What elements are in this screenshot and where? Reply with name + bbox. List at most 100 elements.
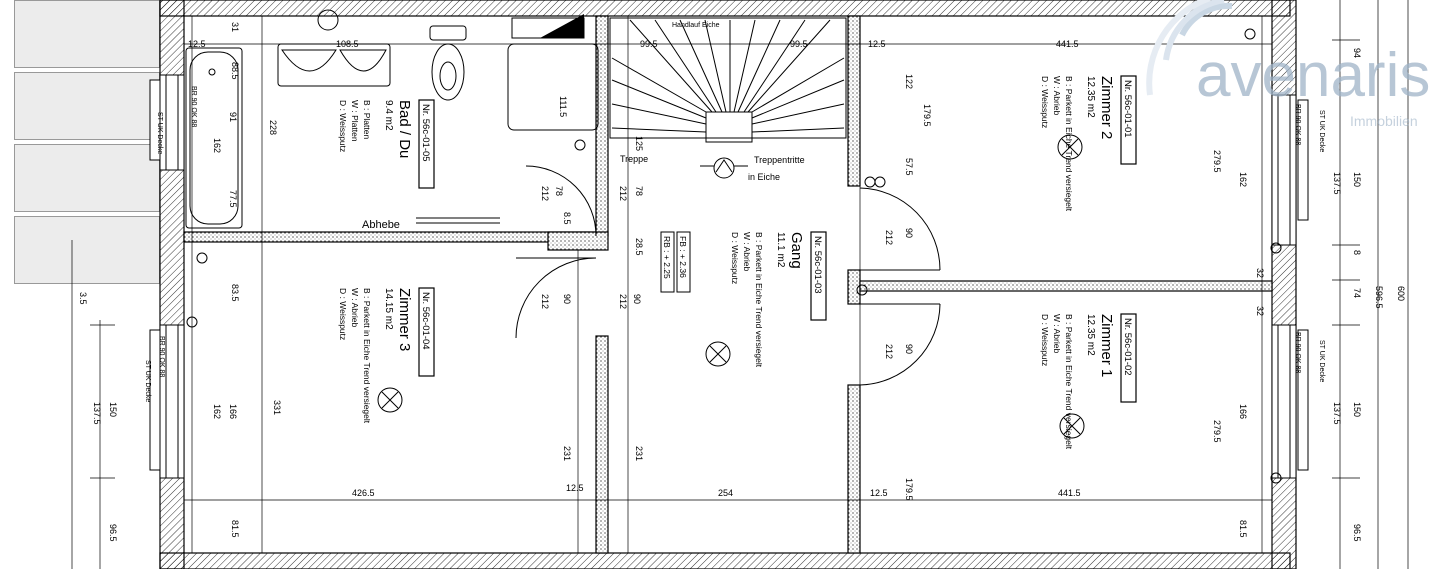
room-spec-line: B : Parkett in Eiche Trend versiegelt [1064, 76, 1074, 212]
dimension-label: 111.5 [558, 96, 568, 117]
svg-text:441.5: 441.5 [1056, 39, 1079, 49]
svg-text:Treppentritte: Treppentritte [754, 155, 805, 165]
dimension-label: 212 [540, 186, 550, 201]
dimension-label: 3.5 [78, 292, 88, 305]
dimension-label: 8.5 [562, 212, 572, 225]
dimension-label: 596.5 [1374, 286, 1384, 309]
dimension-label: 137.5 [1332, 402, 1342, 425]
dimension-label: 96.5 [1352, 524, 1362, 542]
window-tag: ST UK Decke [1318, 110, 1325, 152]
dimension-label: 150 [1352, 402, 1362, 417]
watermark-logo: avenaris Immobilien [1146, 0, 1430, 129]
svg-text:12.5: 12.5 [566, 483, 584, 493]
dimension-label: 32 [1255, 268, 1265, 278]
dimension-label: 8 [1352, 250, 1362, 255]
dimension-label: 90 [904, 344, 914, 354]
dimension-label: 279.5 [1212, 420, 1222, 443]
staircase [609, 17, 847, 179]
window-tag: BR 90 OK 88 [190, 86, 197, 127]
dimension-label: 162 [212, 138, 222, 153]
dimension-label: 83.5 [230, 284, 240, 302]
room-number-box [418, 287, 435, 377]
dimension-label: 74 [1352, 288, 1362, 298]
room-number-box [1120, 313, 1137, 403]
dimension-label: 166 [1238, 404, 1248, 419]
light-fixtures [186, 28, 1282, 484]
room-spec-line: W : Platten [350, 100, 360, 142]
side-panel-block-1 [14, 0, 160, 68]
room-name: Gang [788, 232, 805, 269]
room-name: Bad / Du [396, 100, 413, 158]
window-tag: BR 90 OK 88 [1294, 104, 1301, 145]
dimension-label: 212 [540, 294, 550, 309]
room-number: Nr. 56c-01-03 [812, 236, 823, 294]
dimension-label: 77.5 [228, 190, 238, 208]
svg-text:99.5: 99.5 [640, 39, 658, 49]
dimension-label: 57.5 [904, 158, 914, 176]
dimension-label: 78 [634, 186, 644, 196]
dimension-label: 331 [272, 400, 282, 415]
dimension-label: 88.5 [230, 62, 240, 80]
dimension-label: 125 [634, 136, 644, 151]
room-area: 14.15 m2 [383, 288, 394, 330]
dimension-label: 166 [228, 404, 238, 419]
dimension-label: 90 [632, 294, 642, 304]
room-area: 9.4 m2 [383, 100, 394, 131]
window-tag: ST UK Decke [1318, 340, 1325, 382]
room-spec-line: W : Abrieb [350, 288, 360, 327]
doors [515, 165, 941, 386]
room-spec-line: B : Parkett in Eiche Trend versiegelt [362, 288, 372, 424]
dimension-label: 137.5 [1332, 172, 1342, 195]
exterior-walls [159, 0, 1297, 569]
dimension-label: 31 [230, 22, 240, 32]
dimension-label: 90 [904, 228, 914, 238]
dimension-label: 90 [562, 294, 572, 304]
dimension-label: 231 [562, 446, 572, 461]
room-spec-line: D : Weissputz [1040, 314, 1050, 366]
window-tag: ST UK Decke [144, 360, 151, 402]
dimension-label: 212 [618, 294, 628, 309]
dimension-label: 96.5 [108, 524, 118, 542]
dimension-label: 32 [1255, 306, 1265, 316]
svg-text:12.5: 12.5 [868, 39, 886, 49]
svg-text:108.5: 108.5 [336, 39, 359, 49]
level-label: RB : + 2.25 [662, 236, 672, 279]
dimension-label: 179.5 [922, 104, 932, 127]
dimension-label: 81.5 [1238, 520, 1248, 538]
dimension-label: 94 [1352, 48, 1362, 58]
room-spec-line: D : Weissputz [730, 232, 740, 284]
svg-text:Abhebe: Abhebe [362, 219, 400, 231]
room-spec-line: D : Weissputz [338, 288, 348, 340]
svg-text:12.5: 12.5 [870, 488, 888, 498]
dimension-label: 28.5 [634, 238, 644, 256]
room-number-box [418, 99, 435, 189]
room-name: Zimmer 1 [1098, 314, 1115, 377]
room-spec-line: W : Abrieb [1052, 314, 1062, 353]
dimension-label: 122 [904, 74, 914, 89]
svg-text:441.5: 441.5 [1058, 488, 1081, 498]
dimension-label: 162 [1238, 172, 1248, 187]
svg-text:in Eiche: in Eiche [748, 172, 780, 182]
svg-text:Treppe: Treppe [620, 154, 648, 164]
svg-text:12.5: 12.5 [188, 39, 206, 49]
dimension-label: 212 [618, 186, 628, 201]
dimension-label: 162 [212, 404, 222, 419]
svg-text:254: 254 [718, 488, 733, 498]
svg-text:99.5: 99.5 [790, 39, 808, 49]
room-number: Nr. 56c-01-01 [1122, 80, 1133, 138]
interior-walls [183, 15, 1273, 554]
room-spec-line: W : Abrieb [742, 232, 752, 271]
dimension-label: 150 [108, 402, 118, 417]
room-spec-line: B : Parkett in Eiche Trend versiegelt [1064, 314, 1074, 450]
level-box [660, 231, 675, 293]
dimension-label: 279.5 [1212, 150, 1222, 173]
room-number-box [1120, 75, 1137, 165]
room-number-box [810, 231, 827, 321]
room-number: Nr. 56c-01-05 [420, 104, 431, 162]
